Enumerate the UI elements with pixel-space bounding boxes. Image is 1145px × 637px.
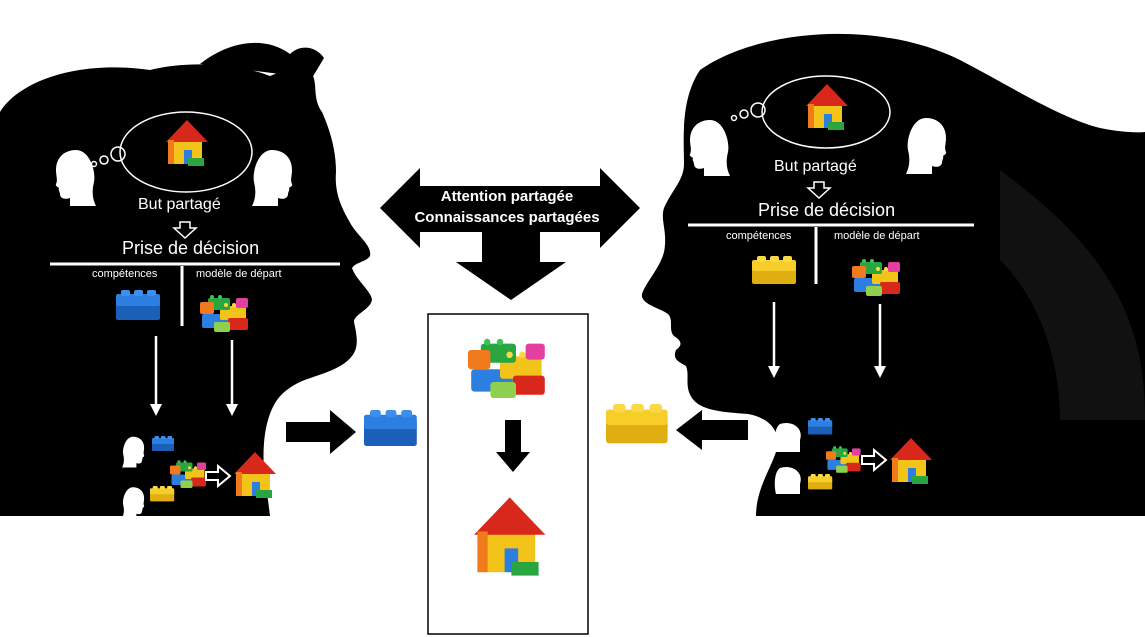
woman-mini-blue-icon	[808, 418, 833, 435]
shared-attention-label: Attention partagée	[440, 188, 574, 205]
woman-decision-label: Prise de décision	[758, 200, 896, 220]
woman-skills-label: compétences	[726, 230, 792, 242]
child-shared-goal-label: But partagé	[138, 196, 221, 213]
child-mini-yellow-icon	[150, 486, 175, 502]
woman-output-brick-icon	[606, 404, 668, 444]
woman-model-label: modèle de départ	[834, 230, 920, 242]
child-decision-label: Prise de décision	[122, 238, 260, 258]
shared-result-arrow	[496, 420, 530, 472]
woman-mini-head-2-icon	[774, 466, 801, 494]
shared-banner: Attention partagée Connaissances partagé…	[392, 186, 622, 228]
child-hollow-arrow-down	[172, 221, 198, 240]
child-model-label: modèle de départ	[196, 268, 282, 280]
shared-double-arrow	[380, 168, 640, 248]
woman-mini-head-1-icon	[774, 422, 801, 452]
child-output-brick-icon	[364, 410, 417, 446]
shared-knowledge-label: Connaissances partagées	[414, 209, 600, 226]
woman-hollow-arrow-down	[806, 181, 832, 200]
child-skills-brick-icon	[116, 290, 160, 320]
child-skills-label: compétences	[92, 268, 158, 280]
child-output-arrow	[286, 410, 356, 454]
woman-mini-yellow-icon	[808, 474, 833, 490]
woman-skills-brick-icon	[752, 256, 796, 284]
shared-down-arrow	[456, 232, 566, 300]
woman-shared-goal-label: But partagé	[774, 158, 857, 175]
woman-output-arrow	[676, 410, 748, 450]
child-mini-blue-icon	[152, 436, 174, 451]
